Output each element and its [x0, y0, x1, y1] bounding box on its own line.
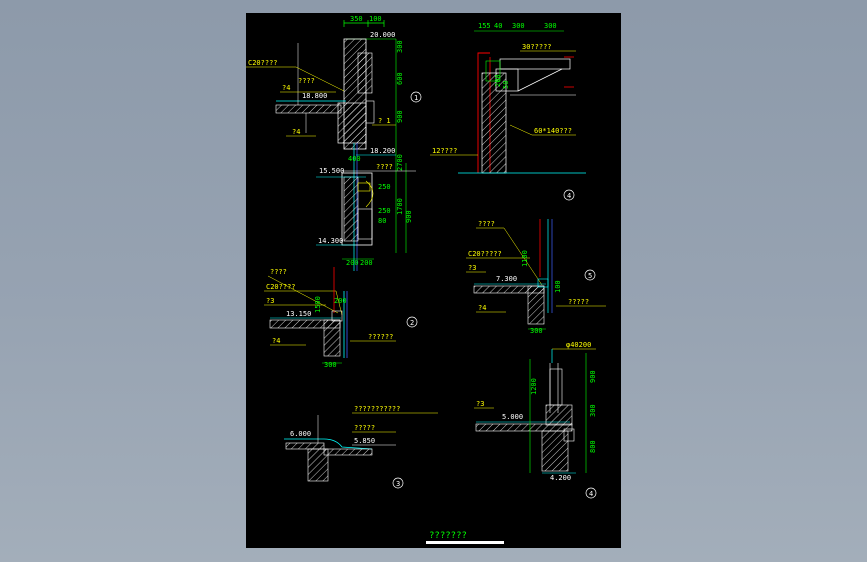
d4-elev-top: 5.000 — [502, 413, 523, 421]
d1-label-21: ? 1 — [378, 117, 391, 125]
d2-dim-1500: 1500 — [314, 296, 322, 313]
d5-dim-1100: 1100 — [521, 250, 529, 267]
d3-marker-num: 3 — [396, 480, 400, 488]
d1-dim-c: 900 — [396, 110, 404, 123]
d5-label-p4: ?4 — [478, 304, 486, 312]
d4-label-p3: ?3 — [476, 400, 484, 408]
d2-label-c20: C20???? — [266, 283, 296, 291]
detail-4: φ40200 ?3 5.000 1200 900 300 800 4.200 4 — [474, 341, 597, 499]
dA-dim-300b: 300 — [544, 22, 557, 30]
d3-marker — [392, 477, 404, 489]
d2-label-note: ?????? — [368, 333, 393, 341]
d1-small-250b: 250 — [378, 207, 391, 215]
d1-label-q4: ???? — [298, 77, 315, 85]
cad-canvas: 350 100 20.000 C20???? ???? ?4 18.800 ?4… — [246, 15, 606, 544]
d1-dim-e: 1700 — [396, 198, 404, 215]
d3-slope-line — [284, 438, 373, 450]
d2-dim-300: 300 — [324, 361, 337, 369]
dA-marker — [563, 189, 575, 201]
d1-label-p4: ?4 — [282, 84, 290, 92]
d1-elev-3: 15.500 — [319, 167, 344, 175]
d5-marker-num: 5 — [588, 272, 592, 280]
d4-dim-800: 800 — [589, 440, 597, 453]
detail-5: ???? C20????? ?3 7.300 ?4 1100 100 300 ?… — [466, 219, 606, 335]
d1-dim-b: 600 — [396, 72, 404, 85]
d4-elev-bot: 4.200 — [550, 474, 571, 482]
detail-a: 155 40 300 300 30????? 50 200 60*140??? … — [430, 22, 586, 201]
d3-elev-2: 5.850 — [354, 437, 375, 445]
d4-dim-300: 300 — [589, 404, 597, 417]
dA-dim-40: 40 — [494, 22, 502, 30]
d5-dim-100: 100 — [554, 280, 562, 293]
dA-dim-155: 155 — [478, 22, 491, 30]
d1-elev-1: 18.800 — [302, 92, 327, 100]
d4-dim-1200: 1200 — [530, 378, 538, 395]
d1-dim-f: 900 — [405, 210, 413, 223]
d1-dim-400: 400 — [348, 155, 361, 163]
d2-label-p3: ?3 — [266, 297, 274, 305]
d1-elev-2: 18.200 — [370, 147, 395, 155]
detail-2: ???? C20???? ?3 13.150 ?4 1500 200 300 ?… — [264, 267, 418, 369]
d2-beam — [323, 319, 341, 357]
d4-marker-num: 4 — [589, 490, 593, 498]
d5-marker — [584, 269, 596, 281]
dA-marker-num: 4 — [567, 192, 571, 200]
detail-3: ??????????? ????? 6.000 5.850 3 — [284, 405, 438, 489]
d1-label-c20: C20???? — [248, 59, 278, 67]
d5-dim-300: 300 — [530, 327, 543, 335]
detail-1: 350 100 20.000 C20???? ???? ?4 18.800 ?4… — [246, 15, 422, 271]
dA-wall — [481, 72, 507, 174]
d3-label-mid: ????? — [354, 424, 375, 432]
d1-dim-100: 100 — [369, 15, 382, 23]
drawing-sheet: 350 100 20.000 C20???? ???? ?4 18.800 ?4… — [246, 13, 621, 548]
d5-beam — [527, 285, 545, 325]
dA-label-12: 12???? — [432, 147, 457, 155]
d3-elev-1: 6.000 — [290, 430, 311, 438]
sheet-title-underline — [426, 541, 504, 544]
d1-dim-bottom-b: 200 — [360, 259, 373, 267]
d1-dim-d: 2700 — [396, 154, 404, 171]
d4-marker — [585, 487, 597, 499]
d2-elev: 13.150 — [286, 310, 311, 318]
dA-label-30: 30????? — [522, 43, 552, 51]
d1-marker-num: 1 — [414, 94, 418, 102]
d3-label-top: ??????????? — [354, 405, 400, 413]
dA-dim-200: 200 — [494, 74, 502, 87]
d4-beam — [541, 430, 569, 472]
d5-label-note: ????? — [568, 298, 589, 306]
d3-beam — [307, 448, 329, 482]
d4-label-pipe: φ40200 — [566, 341, 591, 349]
d2-label-p4: ?4 — [272, 337, 280, 345]
d4-dim-900a: 900 — [589, 370, 597, 383]
d2-label-q4: ???? — [270, 268, 287, 276]
dA-label-60: 60*140??? — [534, 127, 572, 135]
d5-label-p3: ?3 — [468, 264, 476, 272]
d5-label-q4: ???? — [478, 220, 495, 228]
d1-label-p4b: ?4 — [292, 128, 300, 136]
dA-dim-50: 50 — [502, 81, 510, 89]
d1-elev-4: 14.300 — [318, 237, 343, 245]
dA-red-outline — [477, 52, 490, 173]
d2-marker — [406, 316, 418, 328]
d2-dim-200: 200 — [334, 297, 347, 305]
d5-elev: 7.300 — [496, 275, 517, 283]
d1-elev-top: 20.000 — [370, 31, 395, 39]
d1-small-80: 80 — [378, 217, 386, 225]
d1-dim-a: 300 — [396, 40, 404, 53]
dA-dim-300a: 300 — [512, 22, 525, 30]
d5-label-c20: C20????? — [468, 250, 502, 258]
d1-label-q4b: ???? — [376, 163, 393, 171]
d1-marker — [410, 91, 422, 103]
d1-dim-350: 350 — [350, 15, 363, 23]
d2-marker-num: 2 — [410, 319, 414, 327]
d4-slab — [475, 423, 573, 432]
d1-dim-bottom-a: 200 — [346, 259, 359, 267]
d1-small-250: 250 — [378, 183, 391, 191]
sheet-title-block: ??????? — [426, 531, 504, 544]
sheet-title: ??????? — [429, 531, 467, 541]
